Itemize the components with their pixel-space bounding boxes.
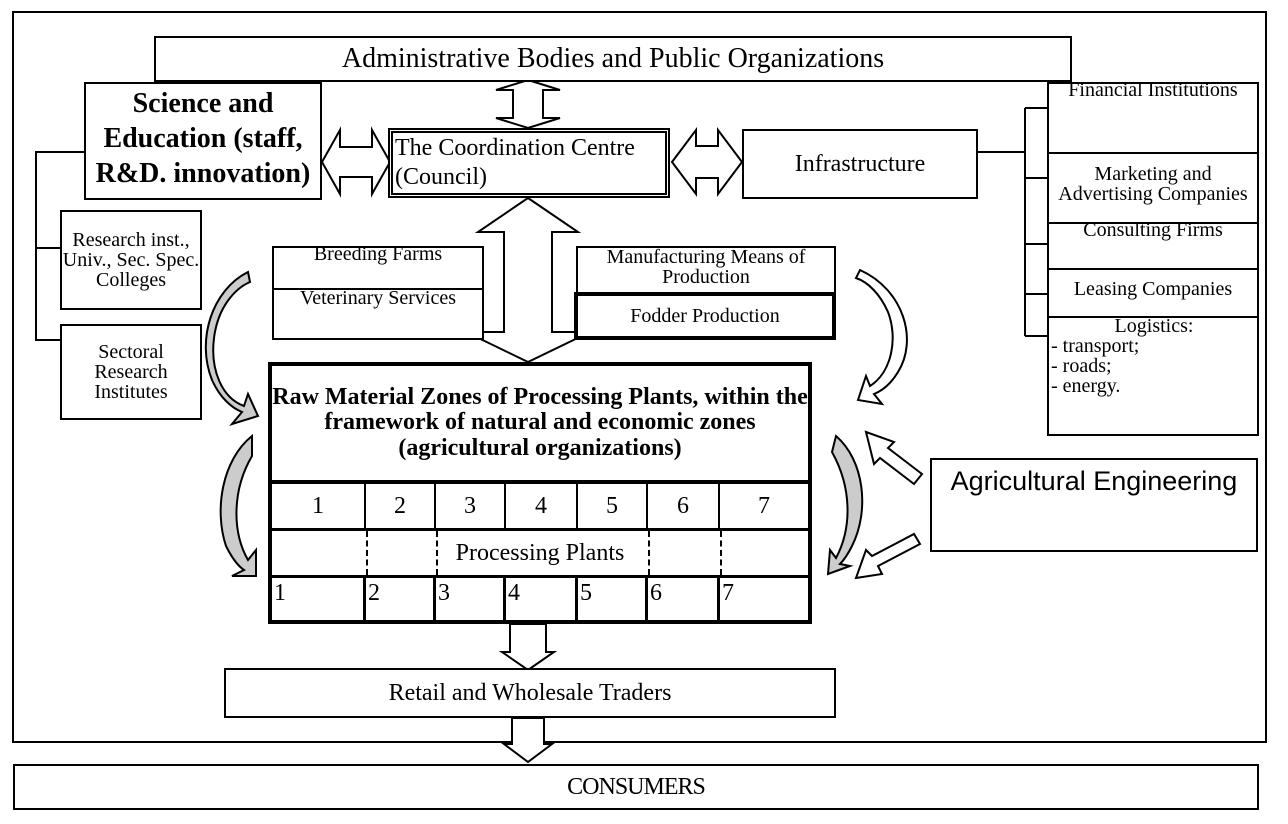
arrow-agri-down xyxy=(854,532,922,580)
research-institutions-label: Research inst., Univ., Sec. Spec. Colleg… xyxy=(62,229,200,291)
leasing-companies-box: Leasing Companies xyxy=(1047,268,1259,318)
breeding-farms-box: Breeding Farms xyxy=(272,246,484,290)
arrow-coordination-infrastructure xyxy=(670,127,744,197)
processing-plants-label: Processing Plants xyxy=(455,540,625,566)
raw-material-zones-box: Raw Material Zones of Processing Plants,… xyxy=(268,362,812,484)
logistics-title: Logistics: xyxy=(1114,315,1194,337)
processing-plants-row: Processing Plants xyxy=(272,528,808,578)
consumers-label: CONSUMERS xyxy=(567,774,706,800)
arrow-to-retail xyxy=(498,623,558,672)
curved-arrow-right-bottom xyxy=(826,434,864,576)
arrow-top-coordination xyxy=(495,78,561,130)
plant-cell: 5 xyxy=(578,578,648,624)
manufacturing-box: Manufacturing Means of Production xyxy=(576,246,836,294)
veterinary-services-label: Veterinary Services xyxy=(299,287,457,309)
admin-bodies-label: Administrative Bodies and Public Organiz… xyxy=(341,43,885,74)
agricultural-engineering-label: Agricultural Engineering xyxy=(950,466,1238,496)
logistics-item: - roads; xyxy=(1051,355,1112,377)
arrow-to-consumers xyxy=(501,717,555,764)
financial-institutions-label: Financial Institutions xyxy=(1068,82,1238,101)
zone-cell: 4 xyxy=(506,484,578,528)
research-institutions-box: Research inst., Univ., Sec. Spec. Colleg… xyxy=(60,210,202,310)
sectoral-research-box: Sectoral Research Institutes xyxy=(60,324,202,420)
curved-arrow-left-bottom xyxy=(219,433,257,577)
fodder-production-label: Fodder Production xyxy=(630,305,780,327)
zone-cell: 7 xyxy=(758,492,770,519)
curved-arrow-left-top xyxy=(204,270,260,426)
zone-cell: 6 xyxy=(648,484,720,528)
marketing-companies-label: Marketing and Advertising Companies xyxy=(1058,163,1248,205)
zone-cell: 3 xyxy=(436,484,506,528)
zones-plants-grid: 1 2 3 4 5 6 7 Processing Plants 1 2 3 4 … xyxy=(268,480,812,624)
plant-cell: 1 xyxy=(272,578,366,624)
plant-cell: 4 xyxy=(506,578,578,624)
consulting-firms-box: Consulting Firms xyxy=(1047,222,1259,270)
manufacturing-label: Manufacturing Means of Production xyxy=(606,246,806,288)
plant-cell: 2 xyxy=(366,578,436,624)
arrow-agri-up xyxy=(864,430,924,486)
breeding-farms-label: Breeding Farms xyxy=(313,246,443,265)
zone-cell: 5 xyxy=(578,484,648,528)
logistics-item: - transport; xyxy=(1051,335,1140,357)
infrastructure-box: Infrastructure xyxy=(742,129,978,199)
logistics-box: Logistics: - transport; - roads; - energ… xyxy=(1047,316,1259,436)
arrow-coordination-raw xyxy=(465,196,591,364)
retail-wholesale-box: Retail and Wholesale Traders xyxy=(224,668,836,718)
fodder-production-box: Fodder Production xyxy=(574,292,836,340)
retail-wholesale-label: Retail and Wholesale Traders xyxy=(388,680,672,706)
plant-cell: 7 xyxy=(722,580,734,606)
science-education-label: Science and Education (staff, R&D. innov… xyxy=(95,88,311,189)
agricultural-engineering-box: Agricultural Engineering xyxy=(930,458,1258,552)
veterinary-services-box: Veterinary Services xyxy=(272,288,484,340)
consulting-firms-label: Consulting Firms xyxy=(1083,222,1223,241)
logistics-item: - energy. xyxy=(1051,375,1121,397)
plant-cell: 6 xyxy=(648,578,720,624)
admin-bodies-box: Administrative Bodies and Public Organiz… xyxy=(154,36,1072,82)
sectoral-research-label: Sectoral Research Institutes xyxy=(94,341,168,403)
leasing-companies-label: Leasing Companies xyxy=(1073,278,1233,300)
raw-material-zones-label: Raw Material Zones of Processing Plants,… xyxy=(272,384,808,461)
coordination-centre-label: The Coordination Centre (Council) xyxy=(395,135,635,190)
marketing-companies-box: Marketing and Advertising Companies xyxy=(1047,152,1259,224)
zone-cell: 1 xyxy=(272,484,366,528)
arrow-science-coordination xyxy=(320,126,392,198)
financial-institutions-box: Financial Institutions xyxy=(1047,82,1259,154)
plant-cell: 3 xyxy=(436,578,506,624)
coordination-centre-box: The Coordination Centre (Council) xyxy=(388,128,670,198)
outer-frame xyxy=(12,11,1267,743)
left-bracket xyxy=(35,151,84,341)
consumers-box: CONSUMERS xyxy=(13,764,1259,810)
curved-arrow-right-top xyxy=(854,268,908,406)
infrastructure-label: Infrastructure xyxy=(794,151,926,177)
zone-cell: 2 xyxy=(366,484,436,528)
science-education-box: Science and Education (staff, R&D. innov… xyxy=(84,82,322,200)
